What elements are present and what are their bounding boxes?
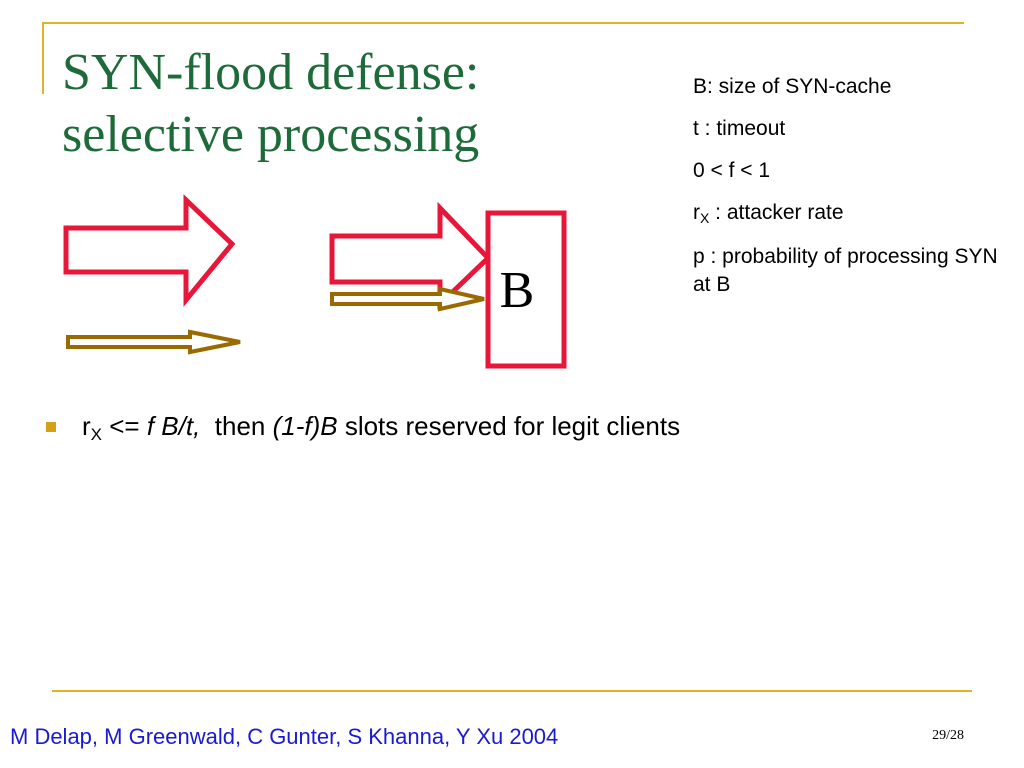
- flow-diagram: B: [63, 194, 567, 369]
- page-number: 29/28: [932, 728, 964, 743]
- bullet-subscript: X: [90, 425, 103, 444]
- bullet-marker: [46, 422, 56, 432]
- title-line-1: SYN-flood defense:: [62, 44, 480, 101]
- footer-authors: M Delap, M Greenwald, C Gunter, S Khanna…: [10, 724, 559, 749]
- attacker-arrow-left: [66, 329, 241, 355]
- definition-b: B: size of SYN-cache: [693, 75, 892, 98]
- bullet-rest: slots reserved for legit clients: [337, 411, 681, 441]
- bullet-then: then: [200, 411, 273, 441]
- definition-t: t : timeout: [693, 117, 786, 140]
- rx-description: : attacker rate: [709, 201, 844, 224]
- bullet-expression-2: (1-f)B: [272, 411, 338, 441]
- definition-f: 0 < f < 1: [693, 159, 771, 182]
- definition-rx: rX : attacker rate: [693, 200, 1003, 227]
- syn-cache-box: [485, 210, 567, 369]
- bullet-operator: <=: [102, 411, 147, 441]
- syn-cache-label: B: [500, 262, 535, 319]
- bullet-text: rX <= f B/t, then (1-f)B slots reserved …: [82, 408, 680, 448]
- attacker-arrow-right: [330, 286, 485, 312]
- legit-arrow-left: [63, 194, 236, 307]
- rx-subscript: X: [700, 210, 710, 226]
- frame-top-line: [42, 22, 964, 24]
- slide-title: SYN-flood defense: selective processing: [62, 42, 479, 166]
- footer-rule: [52, 690, 972, 692]
- legit-arrow-right: [329, 201, 492, 310]
- definition-p: p : probability of processing SYN at B: [693, 245, 998, 296]
- title-line-2: selective processing: [62, 106, 480, 163]
- bullet-expression: f B/t,: [146, 411, 201, 441]
- definitions-list: B: size of SYN-cache t : timeout 0 < f <…: [693, 74, 1003, 315]
- bullet-r: r: [82, 411, 91, 441]
- frame-left-line: [42, 22, 44, 94]
- rx-base: r: [693, 201, 700, 224]
